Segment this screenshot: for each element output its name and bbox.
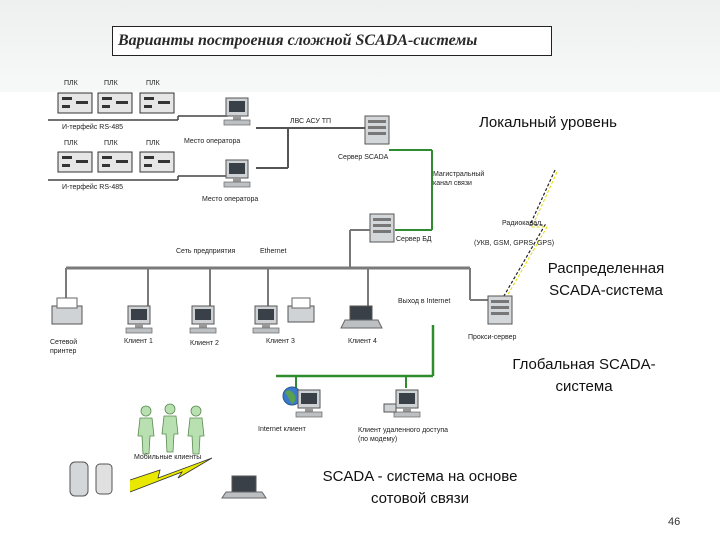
trunk-label: Магистральный канал связи <box>433 171 485 187</box>
operator-label: Место оператора <box>184 138 241 145</box>
client-pc-icon <box>125 305 153 334</box>
client-pc-icon <box>252 305 280 334</box>
title-frame <box>112 26 552 56</box>
modem-icon <box>383 403 397 413</box>
level-cellular: SCADA - система на основе сотовой связи <box>322 468 518 507</box>
lan-label: ЛВС АСУ ТП <box>290 118 332 125</box>
level-global: Глобальная SCADA-система <box>512 356 656 395</box>
proxy-label: Прокси-сервер <box>468 334 517 341</box>
radio-link-icon <box>489 169 556 321</box>
interface-label: И-терфейс RS-485 <box>62 184 124 191</box>
plc-label: ПЛК <box>64 80 78 87</box>
printer-icon <box>51 297 83 325</box>
client-label: Клиент 2 <box>190 340 219 347</box>
plc-icon <box>139 151 175 173</box>
internet-client-pc-icon <box>295 389 323 418</box>
operator-label: Место оператора <box>202 196 259 203</box>
operator-pc-icon <box>223 97 251 126</box>
slide-title: Варианты построения сложной SCADA-систем… <box>118 32 478 49</box>
plc-icon <box>139 92 175 114</box>
plc-label: ПЛК <box>146 80 160 87</box>
mobile-clients-label: Мобильные клиенты <box>134 454 202 461</box>
printer-label: Сетевой принтер <box>50 339 78 355</box>
plc-label: ПЛК <box>104 80 118 87</box>
proxy-server-icon <box>487 295 513 325</box>
operator-pc-icon <box>223 159 251 188</box>
scada-server-icon <box>364 115 390 145</box>
lightning-icon <box>129 457 213 493</box>
plc-label: ПЛК <box>104 140 118 147</box>
person-icon <box>161 403 179 453</box>
internet-out-label: Выход в Internet <box>398 298 451 305</box>
plc-icon <box>57 92 93 114</box>
laptop-icon <box>221 475 267 499</box>
plc-icon <box>97 92 133 114</box>
level-distributed: Распределенная SCADA-система <box>547 260 665 299</box>
remote-client-label: Клиент удаленного доступа (по модему) <box>358 427 449 443</box>
plc-label: ПЛК <box>146 140 160 147</box>
radio-label: Радиоканал <box>502 220 542 227</box>
scada-server-label: Сервер SCADA <box>338 154 389 161</box>
db-server-label: Сервер БД <box>396 236 432 243</box>
laptop-icon <box>340 305 383 329</box>
person-icon <box>137 405 155 455</box>
ethernet-label: Ethernet <box>260 248 287 255</box>
phone-icon <box>69 461 113 497</box>
interface-label: И-терфейс RS-485 <box>62 124 124 131</box>
db-server-icon <box>369 213 395 243</box>
plc-row-bottom <box>48 151 228 181</box>
enterprise-net-label: Сеть предприятия <box>176 248 236 255</box>
plc-row-top <box>48 92 228 121</box>
client-label: Клиент 4 <box>348 338 377 345</box>
client-pc-icon <box>189 305 217 334</box>
radio-types-label: (УКВ, GSM, GPRS, GPS) <box>474 240 555 247</box>
remote-client-pc-icon <box>393 389 421 418</box>
page-number: 46 <box>668 516 681 528</box>
client-label: Клиент 1 <box>124 338 153 345</box>
internet-client-label: Internet клиент <box>258 426 306 433</box>
plc-label: ПЛК <box>64 140 78 147</box>
printer-icon <box>287 297 315 323</box>
person-icon <box>187 405 205 455</box>
plc-icon <box>57 151 93 173</box>
client-label: Клиент 3 <box>266 338 295 345</box>
plc-icon <box>97 151 133 173</box>
level-local: Локальный уровень <box>479 114 617 131</box>
